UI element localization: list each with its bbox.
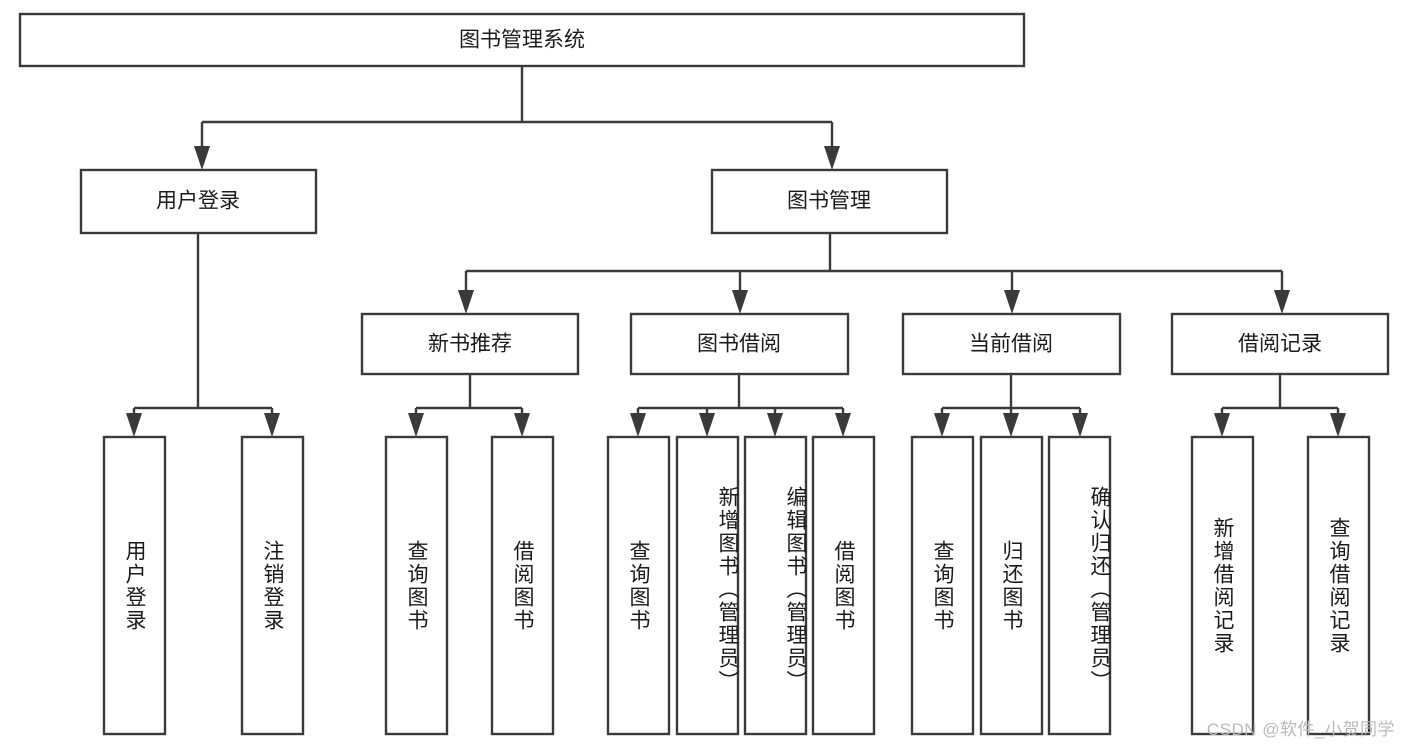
arrow-to-leaf-confirm-return bbox=[1072, 413, 1088, 437]
connector-bookmanage-to-level3 bbox=[464, 233, 1284, 296]
leaf-box-borrow-book-2[interactable] bbox=[811, 435, 876, 736]
node-borrow-record-box bbox=[1170, 312, 1390, 376]
connector-borrowrecord-to-leaves bbox=[1220, 374, 1340, 419]
connector-group-current-borrow bbox=[934, 374, 1088, 437]
arrow-to-leaf-query-book-2 bbox=[630, 413, 646, 437]
node-borrow-record-label: 借阅记录 bbox=[1238, 333, 1322, 356]
leaf-box-logout[interactable] bbox=[240, 435, 305, 736]
connector-currentborrow-to-leaves bbox=[940, 374, 1082, 419]
node-book-borrow[interactable]: 图书借阅 bbox=[629, 312, 850, 376]
arrow-to-leaf-borrow-book-1 bbox=[514, 413, 530, 437]
arrow-to-leaf-add-record bbox=[1214, 413, 1230, 437]
arrow-to-leaf-query-book-1 bbox=[408, 413, 424, 437]
arrow-to-leaf-borrow-book-2 bbox=[835, 413, 851, 437]
node-current-borrow-box bbox=[901, 312, 1122, 376]
leaf-box-user-login[interactable] bbox=[102, 435, 167, 736]
node-new-book-recommend-label: 新书推荐 bbox=[428, 333, 512, 356]
arrow-to-leaf-edit-book bbox=[767, 413, 783, 437]
connector-group-book-borrow bbox=[630, 374, 851, 437]
connector-root-to-level2 bbox=[200, 66, 834, 152]
arrow-to-leaf-query-book-3 bbox=[934, 413, 950, 437]
node-book-manage-box bbox=[710, 168, 949, 235]
node-book-manage[interactable]: 图书管理 bbox=[710, 168, 949, 235]
node-new-book-recommend-box bbox=[360, 312, 580, 376]
leaf-box-query-record[interactable] bbox=[1306, 435, 1371, 736]
node-new-book-recommend[interactable]: 新书推荐 bbox=[360, 312, 580, 376]
arrow-to-leaf-return-book bbox=[1003, 413, 1019, 437]
connector-bookborrow-to-leaves bbox=[636, 374, 845, 419]
leaf-box-return-book[interactable] bbox=[979, 435, 1044, 736]
node-current-borrow[interactable]: 当前借阅 bbox=[901, 312, 1122, 376]
connector-group-book-manage bbox=[458, 233, 1290, 314]
arrow-to-borrow-record bbox=[1274, 290, 1290, 314]
node-user-login[interactable]: 用户登录 bbox=[79, 168, 318, 235]
leaf-group-current-borrow bbox=[910, 435, 1112, 736]
connector-group-borrow-record bbox=[1214, 374, 1346, 437]
leaf-group-book-borrow bbox=[606, 435, 876, 736]
connector-userlogin-to-leaves bbox=[132, 233, 274, 419]
node-current-borrow-label: 当前借阅 bbox=[969, 333, 1053, 356]
leaf-box-query-book-1[interactable] bbox=[384, 435, 449, 736]
leaf-box-confirm-return[interactable] bbox=[1047, 435, 1112, 736]
leaf-box-borrow-book-1[interactable] bbox=[490, 435, 555, 736]
arrow-to-new-book bbox=[458, 290, 474, 314]
leaf-group-new-book bbox=[384, 435, 555, 736]
leaf-group-user-login bbox=[102, 435, 305, 736]
node-borrow-record[interactable]: 借阅记录 bbox=[1170, 312, 1390, 376]
node-user-login-label: 用户登录 bbox=[156, 190, 240, 213]
connector-newbook-to-leaves bbox=[414, 374, 524, 419]
arrow-to-leaf-logout bbox=[264, 413, 280, 437]
node-book-borrow-box bbox=[629, 312, 850, 376]
arrow-to-book-manage bbox=[824, 146, 840, 170]
node-book-borrow-label: 图书借阅 bbox=[697, 333, 781, 356]
watermark-text: CSDN @软件_小贺同学 bbox=[1206, 720, 1395, 739]
arrow-to-leaf-query-record bbox=[1330, 413, 1346, 437]
connector-group-new-book bbox=[408, 374, 530, 437]
node-user-login-box bbox=[79, 168, 318, 235]
arrow-to-current-borrow bbox=[1004, 290, 1020, 314]
arrow-to-leaf-user-login bbox=[126, 413, 142, 437]
node-root-system[interactable]: 图书管理系统 bbox=[18, 12, 1026, 68]
arrow-to-book-borrow bbox=[732, 290, 748, 314]
leaf-box-add-record[interactable] bbox=[1190, 435, 1255, 736]
arrow-to-user-login bbox=[194, 146, 210, 170]
node-root-label: 图书管理系统 bbox=[459, 29, 585, 52]
leaf-group-borrow-record bbox=[1190, 435, 1371, 736]
arrow-to-leaf-add-book bbox=[699, 413, 715, 437]
leaf-box-query-book-3[interactable] bbox=[910, 435, 975, 736]
leaf-box-add-book[interactable] bbox=[675, 435, 740, 736]
node-book-manage-label: 图书管理 bbox=[787, 190, 871, 213]
leaf-box-query-book-2[interactable] bbox=[606, 435, 671, 736]
connector-group-user-login bbox=[126, 233, 280, 437]
connector-group-root bbox=[194, 66, 840, 170]
node-root-box bbox=[18, 12, 1026, 68]
leaf-box-edit-book[interactable] bbox=[743, 435, 808, 736]
